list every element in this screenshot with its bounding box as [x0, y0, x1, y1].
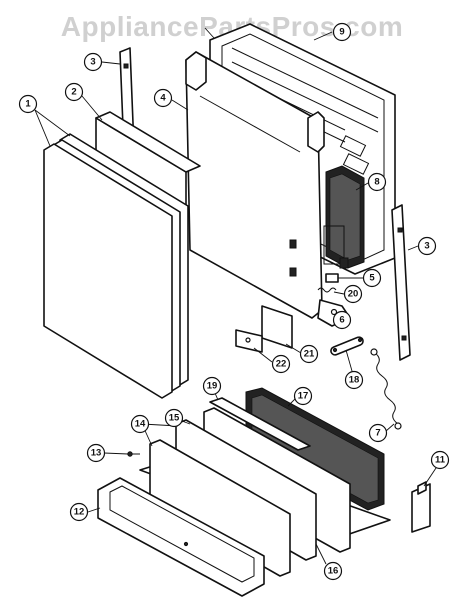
svg-text:5: 5: [369, 273, 375, 284]
callout-4: 4: [153, 88, 173, 108]
svg-text:8: 8: [374, 177, 379, 188]
spring-part-20: [317, 287, 337, 293]
callout-5: 5: [362, 268, 382, 288]
svg-text:12: 12: [74, 507, 85, 518]
callout-15: 15: [164, 408, 184, 428]
side-trim-part-3-right: [391, 204, 411, 361]
svg-text:19: 19: [207, 381, 218, 392]
callout-2: 2: [64, 82, 84, 102]
callout-7: 7: [368, 423, 388, 443]
callout-13: 13: [86, 443, 106, 463]
svg-text:20: 20: [348, 289, 359, 300]
svg-text:22: 22: [276, 359, 287, 370]
svg-text:21: 21: [304, 349, 315, 360]
callout-12: 12: [69, 502, 89, 522]
svg-text:4: 4: [160, 93, 166, 104]
callout-14: 14: [130, 414, 150, 434]
link-part-18: [330, 336, 364, 356]
callout-3-right: 3: [417, 236, 437, 256]
svg-text:13: 13: [91, 448, 102, 459]
callout-18: 18: [344, 370, 364, 390]
callout-6: 6: [332, 310, 352, 330]
callout-20: 20: [343, 284, 363, 304]
bracket-part-5: [325, 273, 339, 283]
svg-text:3: 3: [424, 241, 429, 252]
svg-text:2: 2: [71, 87, 76, 98]
svg-text:17: 17: [298, 391, 309, 402]
latch-bracket-part-21-22: [235, 305, 293, 353]
callout-17: 17: [293, 386, 313, 406]
front-frame-part-12: [97, 477, 265, 597]
svg-text:11: 11: [435, 455, 446, 466]
svg-text:7: 7: [375, 428, 380, 439]
insulation-part-8: [325, 165, 365, 269]
door-spring-part-7: [370, 348, 402, 430]
screw-part-13: [127, 451, 140, 457]
svg-text:1: 1: [25, 99, 31, 110]
callout-22: 22: [271, 354, 291, 374]
callout-11: 11: [430, 450, 450, 470]
outer-door-panel-part-1: [43, 133, 189, 399]
svg-text:15: 15: [169, 413, 180, 424]
svg-text:14: 14: [135, 419, 146, 430]
callout-9: 9: [332, 22, 352, 42]
callout-1: 1: [18, 94, 38, 114]
callout-21: 21: [299, 344, 319, 364]
callout-8: 8: [367, 172, 387, 192]
svg-text:3: 3: [90, 57, 95, 68]
callout-3-left: 3: [83, 52, 103, 72]
callout-19: 19: [202, 376, 222, 396]
svg-text:18: 18: [349, 375, 360, 386]
svg-text:9: 9: [339, 27, 344, 38]
clip-part-11: [411, 481, 431, 533]
callout-16: 16: [323, 561, 343, 581]
svg-text:6: 6: [339, 315, 344, 326]
svg-text:16: 16: [328, 566, 339, 577]
